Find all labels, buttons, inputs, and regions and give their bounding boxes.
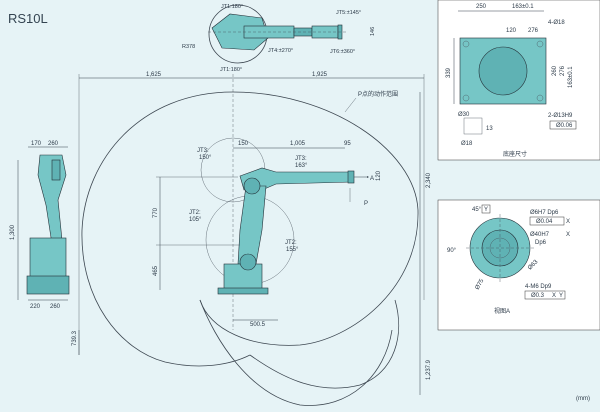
- top-r-label: R378: [182, 44, 195, 50]
- dim-770: 770: [153, 207, 159, 218]
- top-jt5-label: JT5:±145°: [336, 10, 361, 16]
- base-d276: 276: [528, 28, 539, 34]
- side-d1300: 1,300: [10, 224, 16, 240]
- dim-1005: 1,005: [290, 141, 306, 147]
- base-tol: Ø0.06: [556, 123, 573, 129]
- flange-t03-frame: [524, 290, 566, 300]
- flange-bore: [489, 237, 511, 259]
- top-jt6-label: JT6:±360°: [330, 49, 355, 55]
- flange-y-box: [481, 204, 491, 214]
- flange-t03: Ø0.3: [531, 293, 545, 299]
- base-center-circle: [478, 46, 528, 96]
- flange-t004: Ø0.04: [536, 219, 553, 225]
- flange-y: Y: [484, 207, 488, 213]
- side-base-plate: [26, 275, 70, 295]
- flange-d40h7: Ø40H7: [530, 232, 550, 238]
- main-view: 1,625 1,925 P点的动作范围 150 1,005 95 JT3: 15…: [72, 72, 432, 406]
- flange-y2: Y: [559, 293, 563, 299]
- dim-95: 95: [344, 141, 351, 147]
- flange-view: 45° Y Ø6H7 Dp6 Ø0.04 X Ø40H7 Dp6 X 90° Ø…: [437, 199, 600, 331]
- p-point-envelope-lower: [249, 299, 400, 389]
- flange-d6h7: Ø6H7 Dp6: [530, 210, 559, 216]
- p-point-envelope-outer: [199, 91, 419, 346]
- dim-1925: 1,925: [312, 72, 328, 78]
- dim-1625: 1,625: [146, 72, 162, 78]
- flange-m6: 4-M6 Dp9: [525, 284, 552, 290]
- dim-7393: 739.3: [72, 330, 78, 346]
- base-d120: 120: [506, 28, 517, 34]
- dim-12379: 1,237.9: [426, 359, 432, 380]
- side-base: [29, 237, 67, 279]
- flange-x1: X: [566, 219, 570, 225]
- jt3a-value: 150°: [199, 155, 212, 161]
- main-lower-arm: [237, 185, 267, 265]
- side-d260a: 260: [48, 141, 59, 147]
- p-point-envelope-left: [81, 91, 251, 367]
- jt2b-value: 155°: [286, 247, 299, 253]
- main-wrist-flange: [347, 170, 355, 184]
- view-a-label: A: [370, 176, 374, 182]
- base-d163: 163±0.1: [512, 4, 534, 10]
- top-view: JT1:180° JT1:180° R378 JT4:±270° JT5:±14…: [182, 4, 376, 73]
- dim-120: 120: [376, 170, 382, 181]
- jt2a-value: 105°: [189, 217, 202, 223]
- jt3-joint: [243, 177, 261, 195]
- flange-caption: 视图A: [494, 307, 510, 315]
- side-view: 170 260 1,300 220 260: [10, 141, 70, 310]
- base-tol-frame: [549, 120, 577, 130]
- base-holes: 4-Ø18: [548, 20, 565, 26]
- base-d13: 13: [486, 126, 493, 132]
- base-pin: 2-Ø13H9: [548, 113, 573, 119]
- base-d30: Ø30: [458, 112, 470, 118]
- drawing-title: RS10L: [8, 11, 48, 26]
- dim-150: 150: [238, 141, 249, 147]
- p-range-label: P点的动作范围: [358, 90, 398, 98]
- jt3b-label: JT3:: [295, 156, 307, 162]
- base-view: 250 163±0.1 4-Ø18 120 276 339 260 276 16…: [437, 0, 600, 161]
- flange-dp6: Dp6: [535, 240, 547, 246]
- base-hole-br: [536, 94, 544, 102]
- base-d339: 339: [446, 67, 452, 78]
- flange-x3: X: [552, 293, 556, 299]
- dim-465: 465: [153, 265, 159, 276]
- flange-x2: X: [566, 232, 570, 238]
- base-d250: 250: [476, 4, 487, 10]
- top-jt1-label: JT1:180°: [221, 4, 243, 10]
- side-d220: 220: [30, 304, 41, 310]
- base-d18: Ø18: [461, 141, 473, 147]
- top-jt4-label: JT4:±270°: [268, 48, 293, 54]
- jt2a-label: JT2:: [189, 210, 201, 216]
- dim-5005: 500.5: [250, 322, 266, 328]
- flange-ang90: 90°: [447, 248, 457, 254]
- flange-ang45: 45°: [472, 207, 482, 213]
- p-point-label: P: [364, 201, 368, 207]
- base-hole-section: [463, 117, 483, 135]
- flange-d75: Ø75: [475, 278, 486, 291]
- base-d163b: 163±0.1: [568, 66, 574, 88]
- p-range-leader: [344, 97, 357, 113]
- jt3a-label: JT3:: [197, 148, 209, 154]
- base-d276b: 276: [560, 65, 566, 76]
- base-d260: 260: [552, 65, 558, 76]
- flange-t004-frame: [529, 216, 565, 226]
- unit-label: (mm): [576, 396, 590, 402]
- jt3b-value: 163°: [295, 163, 308, 169]
- main-base-plate: [217, 287, 269, 295]
- side-d170: 170: [31, 141, 42, 147]
- base-hole-tr: [536, 40, 544, 48]
- top-jt1b-label: JT1:180°: [220, 67, 242, 73]
- side-d260b: 260: [50, 304, 61, 310]
- top-d146-label: 146: [370, 27, 376, 36]
- p-point-envelope-bottom: [199, 299, 393, 406]
- base-hole-tl: [462, 40, 470, 48]
- base-hole-bl: [462, 94, 470, 102]
- jt2-joint: [239, 253, 257, 271]
- jt2b-label: JT2:: [285, 240, 297, 246]
- dim-2340: 2,340: [426, 172, 432, 188]
- base-caption: 底座尺寸: [503, 150, 527, 158]
- side-arm-motor: [51, 159, 61, 181]
